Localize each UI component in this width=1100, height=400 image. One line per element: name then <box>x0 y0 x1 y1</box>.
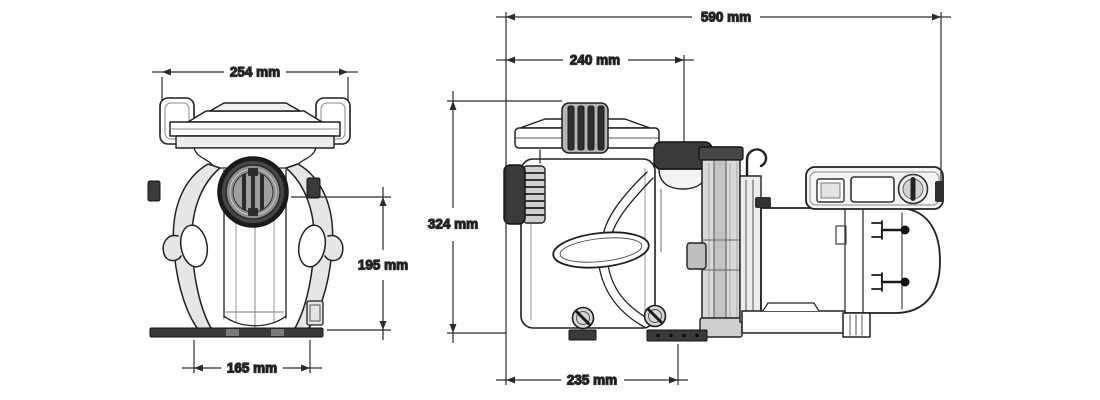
dim-label-front-height: 195 mm <box>358 258 408 273</box>
front-lid-assembly <box>159 97 351 169</box>
side-discharge-cap <box>653 141 713 253</box>
drain-plug <box>571 306 595 330</box>
dim-side-overall-length: 590 mm <box>496 9 951 385</box>
dim-front-top-width: 254 mm <box>152 64 358 100</box>
side-lid-assembly <box>514 102 660 154</box>
front-base <box>149 327 324 338</box>
drain-plug <box>643 304 667 328</box>
motor-through-bolt <box>871 272 910 292</box>
front-body <box>223 169 324 327</box>
side-motor <box>741 207 941 338</box>
dim-label-front-top-width: 254 mm <box>230 65 280 80</box>
dim-label-side-overall-length: 590 mm <box>701 10 751 25</box>
side-volute-opening <box>552 231 650 269</box>
dim-label-side-base-length: 235 mm <box>567 373 617 388</box>
side-view-drawing <box>503 102 944 342</box>
front-clamp-tab-left <box>147 180 161 202</box>
front-clamp-tab-right <box>306 177 321 199</box>
dim-side-height: 324 mm <box>427 91 562 343</box>
dim-side-lid-offset: 240 mm <box>496 52 694 142</box>
side-clamp-column <box>686 146 768 338</box>
dimension-annotations: 254 mm 195 mm 165 mm 590 mm <box>152 9 951 388</box>
panel-display <box>850 176 895 203</box>
side-control-panel <box>805 166 944 210</box>
dim-front-height: 195 mm <box>291 187 409 340</box>
dim-front-base-width: 165 mm <box>182 340 322 376</box>
dim-side-base-length: 235 mm <box>496 344 688 388</box>
side-lift-hook <box>745 148 768 189</box>
front-side-legs <box>147 163 344 334</box>
front-view-drawing <box>147 97 351 338</box>
side-strainer-tank <box>520 149 656 329</box>
front-suction-port <box>217 156 289 228</box>
motor-through-bolt <box>871 220 910 240</box>
side-suction-union <box>503 164 546 225</box>
dim-label-side-height: 324 mm <box>428 217 478 232</box>
side-base-and-drains <box>568 304 708 342</box>
dim-label-front-base-width: 165 mm <box>227 361 277 376</box>
side-seal-plate <box>739 175 771 323</box>
dim-label-side-lid-offset: 240 mm <box>570 53 620 68</box>
